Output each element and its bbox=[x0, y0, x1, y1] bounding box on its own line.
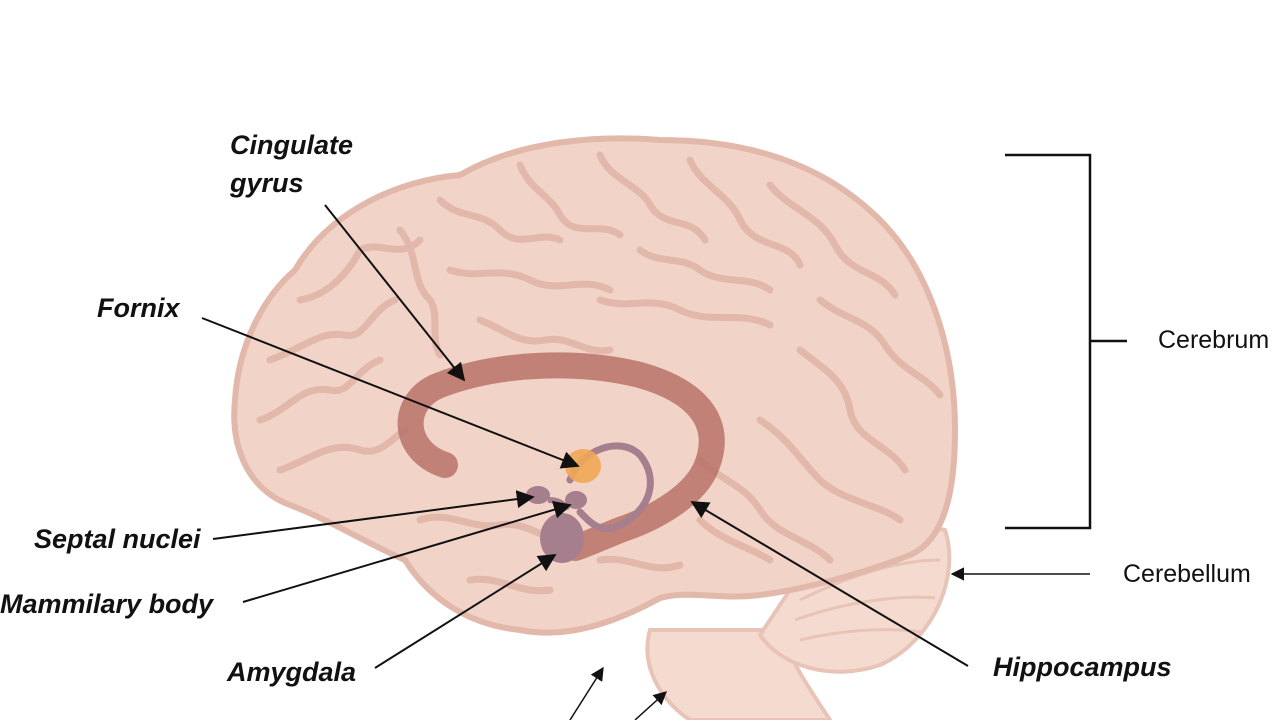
amygdala-shape bbox=[540, 513, 584, 563]
label-cingulate-gyrus-line2: gyrus bbox=[230, 168, 304, 198]
label-cerebrum: Cerebrum bbox=[1158, 326, 1270, 354]
leader-septal-nuclei bbox=[212, 490, 535, 540]
label-cingulate-gyrus-line1: Cingulate bbox=[230, 130, 354, 160]
leader-mammilary-body bbox=[242, 500, 572, 603]
label-amygdala: Amygdala bbox=[227, 657, 357, 687]
leader-brainstem-1 bbox=[569, 666, 604, 720]
leader-amygdala bbox=[374, 554, 557, 669]
cerebral-gyri bbox=[256, 151, 944, 595]
leader-lines bbox=[201, 204, 1090, 720]
label-fornix: Fornix bbox=[97, 293, 180, 323]
label-hippocampus: Hippocampus bbox=[993, 652, 1172, 682]
leader-cingulate-gyrus bbox=[324, 204, 466, 382]
hypothalamus-shape bbox=[565, 449, 601, 483]
cerebrum-bracket bbox=[1005, 153, 1127, 530]
label-septal-nuclei: Septal nuclei bbox=[34, 524, 201, 554]
septal-nuclei-shape bbox=[526, 486, 550, 504]
fornix-shape bbox=[566, 442, 654, 533]
label-cingulate-gyrus: Cingulate gyrus bbox=[230, 126, 353, 202]
leader-fornix bbox=[201, 317, 580, 469]
label-mammilary-body: Mammilary body bbox=[0, 589, 214, 619]
label-cerebellum: Cerebellum bbox=[1123, 560, 1251, 588]
leader-brainstem-2 bbox=[634, 691, 668, 720]
leader-hippocampus bbox=[690, 501, 969, 667]
cingulate-gyrus-shape bbox=[397, 352, 725, 561]
